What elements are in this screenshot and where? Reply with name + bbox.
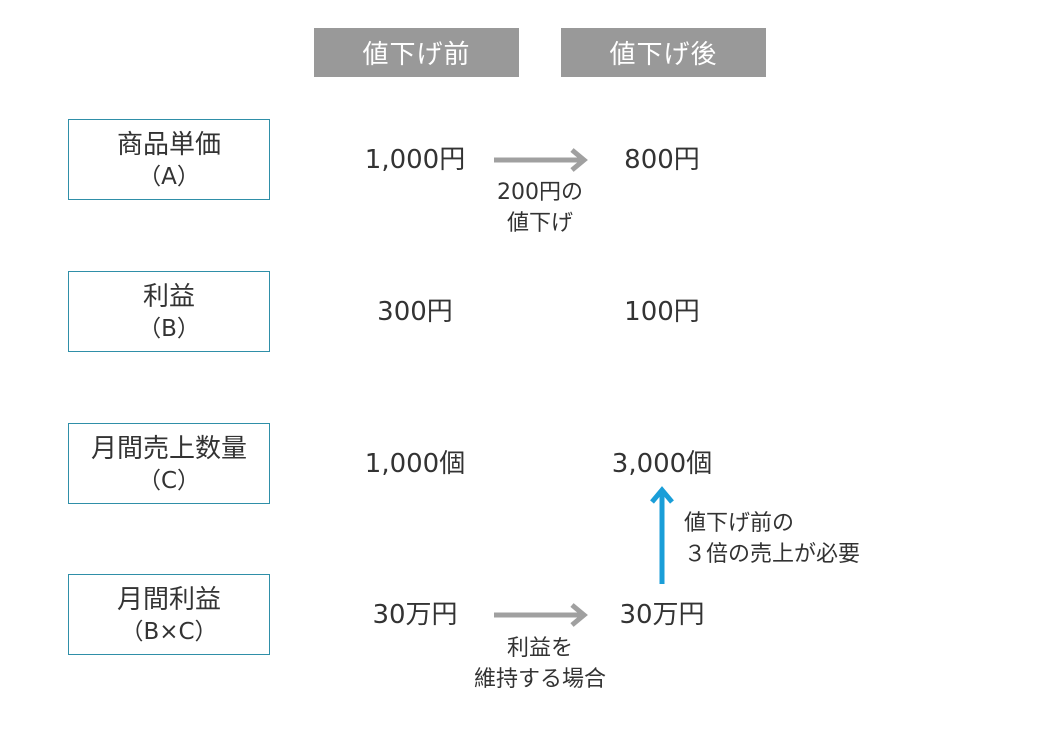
label-unit-price: 商品単価 （A） xyxy=(68,119,270,200)
keep-profit-arrow-icon xyxy=(494,603,588,627)
note-sales-needed: 値下げ前の ３倍の売上が必要 xyxy=(684,508,860,570)
value-profit-before: 300円 xyxy=(377,297,453,327)
sales-increase-arrow-icon xyxy=(650,486,674,584)
value-profit-after: 100円 xyxy=(624,297,700,327)
label-monthly-profit-sub: （B×C） xyxy=(120,618,218,645)
label-profit: 利益 （B） xyxy=(68,271,270,352)
label-monthly-profit: 月間利益 （B×C） xyxy=(68,574,270,655)
value-monthly-profit-after: 30万円 xyxy=(619,600,705,630)
note-price-cut: 200円の 値下げ xyxy=(440,177,640,239)
label-monthly-quantity: 月間売上数量 （C） xyxy=(68,423,270,504)
label-profit-text: 利益 xyxy=(142,281,195,312)
value-quantity-after: 3,000個 xyxy=(611,449,713,479)
note-price-cut-line-1: 200円の xyxy=(497,180,583,205)
label-profit-sub: （B） xyxy=(138,315,200,342)
note-keep-profit-line-1: 利益を xyxy=(506,636,573,661)
note-sales-needed-line-2: ３倍の売上が必要 xyxy=(684,542,861,567)
label-unit-price-sub: （A） xyxy=(138,163,200,190)
label-monthly-quantity-text: 月間売上数量 xyxy=(90,433,247,464)
value-unit-price-after: 800円 xyxy=(624,145,700,175)
note-price-cut-line-2: 値下げ xyxy=(506,211,573,236)
value-quantity-before: 1,000個 xyxy=(364,449,466,479)
value-monthly-profit-before: 30万円 xyxy=(372,600,458,630)
header-before: 値下げ前 xyxy=(314,28,519,77)
label-monthly-profit-text: 月間利益 xyxy=(116,584,221,615)
header-after: 値下げ後 xyxy=(561,28,766,77)
value-unit-price-before: 1,000円 xyxy=(364,145,466,175)
label-unit-price-text: 商品単価 xyxy=(116,129,221,160)
note-sales-needed-line-1: 値下げ前の xyxy=(684,511,795,536)
note-keep-profit: 利益を 維持する場合 xyxy=(440,633,640,695)
label-monthly-quantity-sub: （C） xyxy=(137,467,201,494)
price-cut-arrow-icon xyxy=(494,148,588,172)
note-keep-profit-line-2: 維持する場合 xyxy=(473,667,606,692)
